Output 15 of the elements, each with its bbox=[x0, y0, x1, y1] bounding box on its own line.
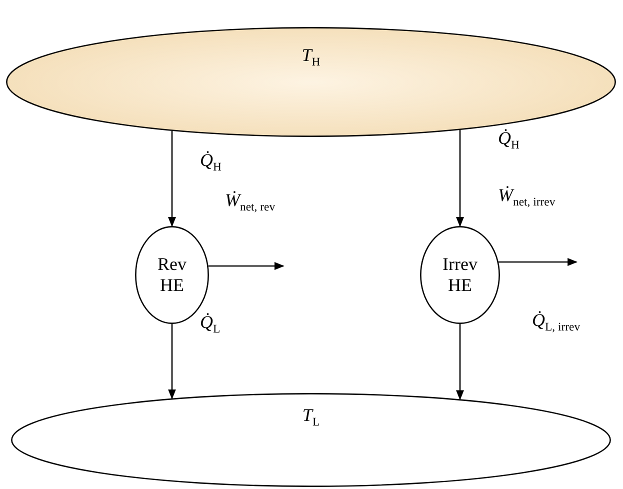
edge-label: Q̇$_{L}$ bbox=[200, 312, 220, 336]
arrow bbox=[168, 130, 176, 227]
node-label: T$_{H}$ bbox=[300, 45, 322, 70]
node-label: T$_{L}$ bbox=[301, 405, 321, 430]
arrow bbox=[498, 258, 578, 266]
arrow bbox=[208, 262, 284, 270]
arrow bbox=[168, 324, 176, 400]
node-label: Rev HE bbox=[156, 254, 188, 296]
node-label: Irrev HE bbox=[442, 254, 478, 296]
edge-label: Q̇$_{H}$ bbox=[200, 150, 222, 174]
arrow bbox=[456, 324, 464, 400]
arrow bbox=[456, 130, 464, 227]
edge-label: Ẇ$_{net, irrev}$ bbox=[498, 185, 556, 209]
edge-label: Ẇ$_{net, rev}$ bbox=[225, 190, 276, 214]
edge-label: Q̇$_{H}$ bbox=[498, 128, 520, 152]
